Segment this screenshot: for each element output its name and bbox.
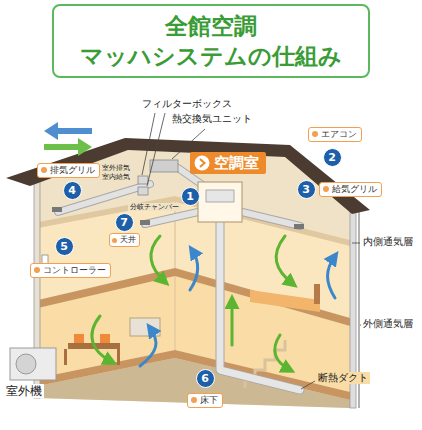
branch-duct-outline [242, 212, 300, 226]
leader-line [147, 113, 165, 186]
main-duct [220, 222, 300, 390]
part-label: 室外機 [4, 384, 44, 398]
callout-tag: エアコン [308, 127, 362, 142]
node-text: 4 [68, 185, 76, 196]
room-label: 空調室 [190, 152, 266, 174]
branch-duct [145, 212, 198, 224]
chair [74, 334, 84, 343]
callout-tag: 天井 [109, 233, 140, 247]
bed [250, 290, 320, 312]
return-airflow [328, 256, 336, 298]
callout-tag: 排気グリル [37, 163, 100, 178]
back-corner-line [174, 200, 176, 354]
fresh-air-in-arrow [44, 138, 92, 156]
callout-tag: 床下 [187, 393, 223, 408]
leader-lines [142, 113, 361, 389]
part-label: 分岐チャンバー [128, 203, 181, 211]
supply-airflow [275, 335, 290, 370]
node-text: 空調室 [214, 154, 259, 172]
chevron-icon-circle [195, 156, 210, 171]
node-text: 給気グリル [332, 184, 377, 195]
part-label: 室内給気 [100, 173, 132, 181]
callout-number: 4 [63, 181, 82, 200]
node-text: コントローラー [43, 265, 106, 276]
kitchen-counter [130, 318, 160, 336]
house-body [38, 150, 350, 408]
callout-number: 5 [55, 237, 74, 256]
leader-line [352, 243, 360, 244]
outdoor-unit-fan [16, 354, 36, 374]
roof [6, 138, 370, 214]
table-leg [117, 349, 120, 365]
supply-airflow [276, 236, 293, 284]
part-label: 室外排気 [100, 164, 132, 172]
chevron-icon-mark [200, 159, 205, 167]
chevron-icon [194, 155, 210, 171]
indoor-ac-unit [206, 190, 234, 202]
part-label: 内側通気層 [361, 236, 415, 248]
exhaust-grille [52, 207, 62, 212]
exhaust-out-arrow [44, 122, 92, 140]
ceiling-grille [140, 220, 150, 225]
callout-number: 3 [297, 180, 316, 199]
supply-airflow [151, 236, 165, 282]
supply-airflow [231, 300, 234, 345]
branch-duct [242, 212, 300, 226]
callout-tag: 給気グリル [319, 182, 382, 197]
callout-number: 2 [323, 148, 342, 167]
airflow-arrows [92, 236, 335, 370]
callout-number: 1 [181, 187, 200, 206]
filter-box [138, 176, 148, 184]
supply-airflow [92, 316, 112, 362]
return-airflow [190, 250, 198, 290]
node-text: 天井 [120, 235, 136, 245]
node-text: 6 [201, 373, 209, 384]
heat-exchange-unit [150, 160, 178, 172]
node-text: 5 [60, 241, 68, 252]
filter-box [138, 187, 148, 195]
title-box: 全館空調 マッハシステムの仕組み [52, 4, 370, 78]
node-text: 排気グリル [50, 165, 95, 176]
part-label: 外側通気層 [361, 318, 415, 330]
node-text: 7 [120, 217, 128, 228]
callout-number: 6 [196, 369, 215, 388]
duct-group [58, 168, 300, 390]
node-text: 3 [302, 184, 310, 195]
callout-tag: コントローラー [30, 263, 111, 278]
node-text: 1 [186, 191, 194, 202]
ceiling-grille [294, 224, 304, 229]
callout-number: 7 [115, 213, 134, 232]
air-conditioning-room [198, 182, 242, 222]
table-leg [64, 349, 67, 365]
main-duct-outline [220, 222, 300, 390]
leader-line [142, 113, 155, 175]
title-text: 全館空調 マッハシステムの仕組み [54, 11, 368, 71]
node-text: エアコン [321, 129, 357, 140]
return-airflow [140, 328, 156, 366]
part-label: 熱交換気ユニット [170, 113, 254, 125]
chair [100, 334, 110, 343]
node-text: 2 [328, 152, 336, 163]
outdoor-unit [10, 348, 56, 380]
leader-line [301, 381, 315, 389]
bed-headboard [314, 284, 320, 304]
part-label: 断熱ダクト [316, 372, 370, 384]
part-label: フィルターボックス [140, 98, 234, 110]
branch-duct-outline [145, 212, 198, 224]
node-text: 床下 [200, 395, 218, 406]
